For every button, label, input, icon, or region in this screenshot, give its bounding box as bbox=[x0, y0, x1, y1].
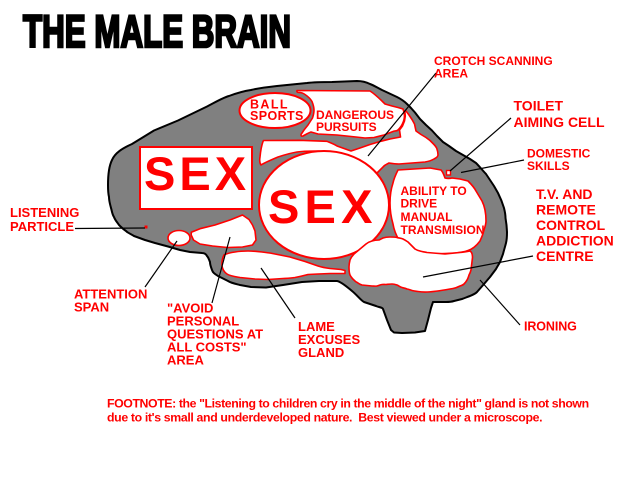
svg-text:AIMING CELL: AIMING CELL bbox=[514, 114, 605, 130]
svg-text:ABILITY TO: ABILITY TO bbox=[401, 184, 467, 198]
svg-text:TRANSMISION: TRANSMISION bbox=[401, 223, 485, 237]
svg-text:THE MALE BRAIN: THE MALE BRAIN bbox=[23, 6, 291, 57]
svg-text:SPORTS: SPORTS bbox=[250, 109, 304, 123]
svg-text:SKILLS: SKILLS bbox=[527, 159, 570, 173]
svg-text:ADDICTION: ADDICTION bbox=[536, 233, 614, 249]
svg-text:T.V. AND: T.V. AND bbox=[536, 186, 593, 202]
svg-text:MANUAL: MANUAL bbox=[401, 210, 453, 224]
svg-text:CROTCH SCANNING: CROTCH SCANNING bbox=[434, 54, 553, 68]
svg-text:FOOTNOTE: the "Listening to ch: FOOTNOTE: the "Listening to children cry… bbox=[107, 397, 589, 411]
svg-text:ATTENTION: ATTENTION bbox=[74, 287, 147, 302]
svg-text:GLAND: GLAND bbox=[298, 345, 344, 360]
svg-text:EXCUSES: EXCUSES bbox=[298, 332, 360, 347]
svg-text:SPAN: SPAN bbox=[74, 300, 109, 315]
svg-text:BALL: BALL bbox=[250, 98, 289, 112]
svg-text:DOMESTIC: DOMESTIC bbox=[527, 147, 591, 161]
svg-text:SEX: SEX bbox=[268, 180, 378, 233]
svg-text:QUESTIONS AT: QUESTIONS AT bbox=[167, 327, 263, 342]
svg-text:SEX: SEX bbox=[144, 147, 250, 200]
svg-text:PURSUITS: PURSUITS bbox=[316, 120, 377, 134]
svg-text:DANGEROUS: DANGEROUS bbox=[316, 108, 394, 122]
svg-text:LISTENING: LISTENING bbox=[10, 205, 79, 220]
svg-text:ALL COSTS": ALL COSTS" bbox=[167, 340, 247, 355]
svg-text:"AVOID: "AVOID bbox=[167, 301, 213, 316]
svg-text:AREA: AREA bbox=[167, 353, 204, 368]
svg-text:IRONING: IRONING bbox=[524, 320, 577, 334]
svg-text:LAME: LAME bbox=[298, 319, 335, 334]
svg-text:DRIVE: DRIVE bbox=[401, 197, 438, 211]
svg-text:AREA: AREA bbox=[434, 67, 468, 81]
svg-text:PERSONAL: PERSONAL bbox=[167, 314, 239, 329]
svg-text:due to it's small and underdev: due to it's small and underdeveloped nat… bbox=[107, 411, 542, 425]
svg-text:PARTICLE: PARTICLE bbox=[10, 219, 74, 234]
svg-text:REMOTE: REMOTE bbox=[536, 202, 596, 218]
svg-text:CENTRE: CENTRE bbox=[536, 248, 594, 264]
svg-text:TOILET: TOILET bbox=[514, 98, 564, 114]
svg-text:CONTROL: CONTROL bbox=[536, 217, 606, 233]
